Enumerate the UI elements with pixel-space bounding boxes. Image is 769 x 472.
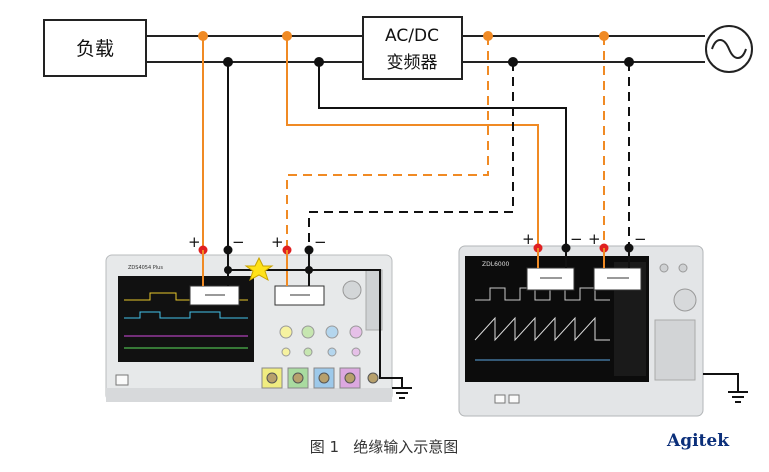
svg-text:−: − (634, 230, 647, 248)
probe-boxes-right (526, 243, 642, 291)
svg-text:−: − (232, 233, 245, 251)
wire-neutral-c-dashed (308, 62, 514, 248)
wire-neutral-b (318, 62, 567, 248)
spark-icon (244, 256, 274, 282)
ground-icon-left (379, 370, 412, 399)
wire-phase-b (286, 36, 539, 248)
converter-label-line1: AC/DC (385, 26, 439, 46)
power-bus (146, 35, 705, 63)
svg-text:−: − (570, 230, 583, 248)
ground-icon-right (703, 373, 748, 403)
svg-text:+: + (522, 230, 535, 248)
recorder-right: ZDL6000 (458, 245, 704, 417)
junction-dots (198, 31, 634, 67)
figure-caption: 图 1 绝缘输入示意图 (310, 438, 459, 456)
converter-block: AC/DC 变频器 (362, 16, 463, 80)
converter-label-line2: 变频器 (387, 53, 438, 73)
brand-logo: Agitek (666, 431, 730, 451)
svg-text:+: + (188, 233, 201, 251)
probe-box-3 (526, 267, 575, 291)
oscilloscope-left-bnc (261, 367, 379, 389)
ac-source-icon (705, 25, 753, 73)
left-probe-terminals (198, 245, 381, 370)
recorder-right-model: ZDL6000 (482, 261, 510, 268)
svg-text:−: − (314, 233, 327, 251)
load-label: 负载 (76, 38, 114, 60)
svg-text:+: + (271, 233, 284, 251)
oscilloscope-left-model: ZDS4054 Plus (128, 265, 163, 271)
oscilloscope-left-knobs (279, 269, 383, 357)
probe-boxes-left (189, 285, 325, 306)
polarity-labels-right: + − + − (522, 230, 647, 248)
svg-text:+: + (588, 230, 601, 248)
wire-phase-c-dashed (286, 36, 489, 248)
recorder-right-traces (474, 287, 610, 361)
load-block: 负载 (43, 19, 147, 77)
polarity-labels-left: + − + − (188, 233, 327, 251)
ground-short-line (228, 269, 381, 370)
probe-box-4 (593, 267, 642, 291)
oscilloscope-left: ZDS4054 Plus (105, 254, 393, 402)
